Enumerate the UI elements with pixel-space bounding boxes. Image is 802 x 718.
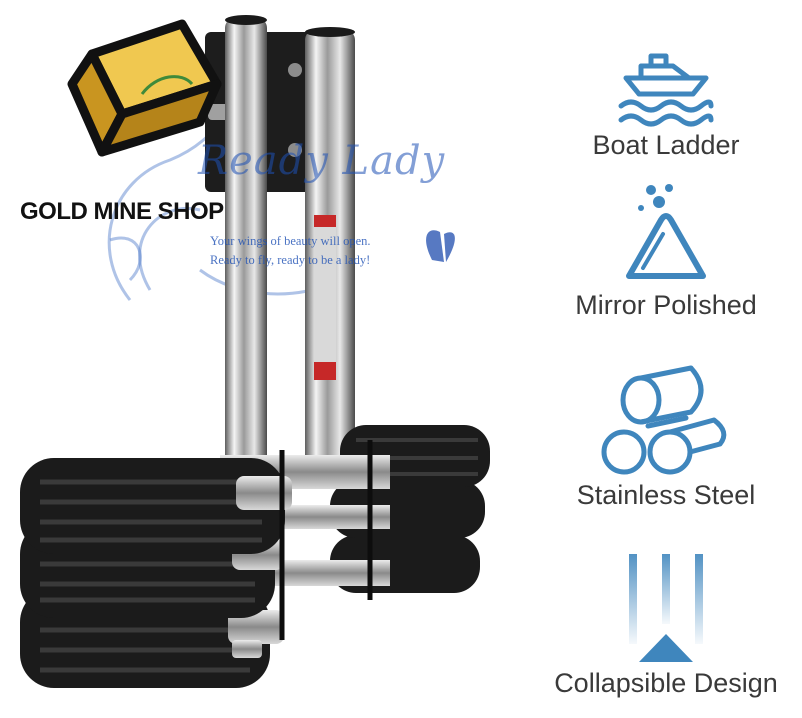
feature-label: Stainless Steel	[576, 480, 756, 510]
bracket-bolt	[288, 63, 302, 77]
watermark-tagline-1: Your wings of beauty will open.	[210, 234, 371, 248]
feature-label: Boat Ladder	[592, 130, 740, 160]
steel-tubes-icon	[601, 365, 727, 475]
butterfly-icon	[426, 230, 455, 262]
boat-icon	[618, 53, 714, 127]
bracket-bolt	[288, 143, 302, 157]
feature-label: Mirror Polished	[575, 290, 757, 320]
shop-name-text: GOLD MINE SHOP	[20, 198, 224, 225]
feature-label: Collapsible Design	[554, 668, 778, 698]
step-1	[20, 425, 490, 554]
watermark-script: Ready Lady	[198, 138, 446, 184]
collapse-icon	[629, 554, 703, 662]
feature-stainless-steel: Stainless Steel	[530, 360, 802, 511]
gold-bar-logo-icon	[67, 19, 222, 157]
instruction-label	[314, 215, 336, 380]
feature-boat-ladder: Boat Ladder	[530, 30, 802, 161]
feature-collapsible-design: Collapsible Design	[530, 550, 802, 699]
ladder-rail-left	[225, 18, 267, 488]
watermark-tagline-2: Ready to fly, ready to be a lady!	[210, 253, 371, 267]
polish-icon	[626, 184, 706, 279]
feature-mirror-polished: Mirror Polished	[530, 180, 802, 321]
telescoping-boat-ladder-image	[20, 15, 490, 688]
